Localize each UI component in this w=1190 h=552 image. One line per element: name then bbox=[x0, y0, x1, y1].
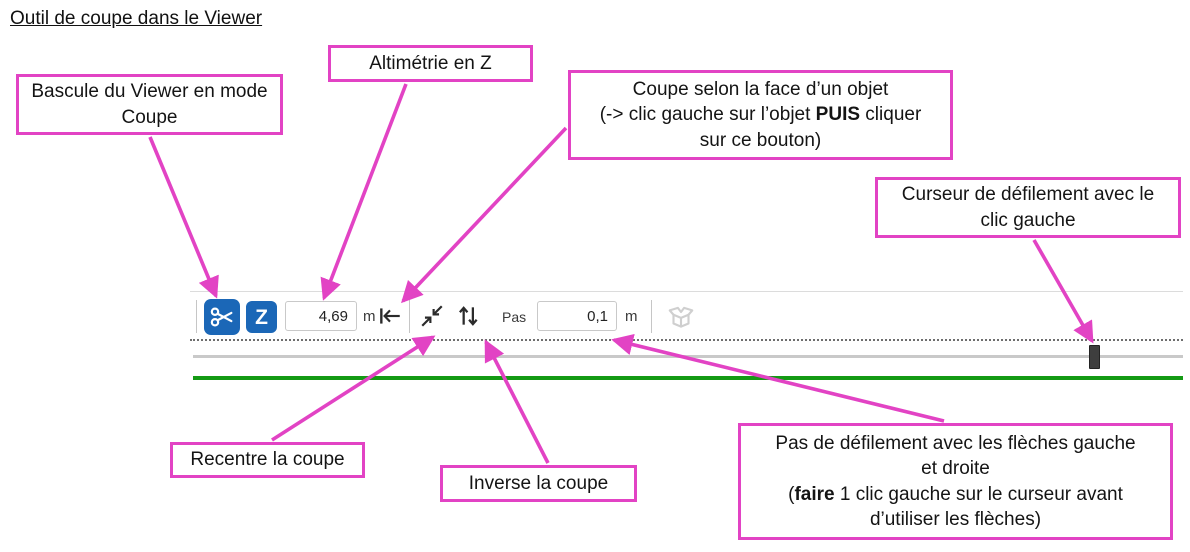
open-box-icon bbox=[668, 306, 694, 328]
pas-line3-post: 1 clic gauche sur le curseur avant bbox=[834, 483, 1123, 505]
step-field[interactable] bbox=[537, 301, 617, 331]
callout-pas-line3: (faire 1 clic gauche sur le curseur avan… bbox=[788, 482, 1123, 507]
arrow-coupeface-to-bar-left-icon bbox=[401, 126, 568, 304]
recenter-cut-button[interactable] bbox=[419, 303, 445, 329]
callout-pas-line2: et droite bbox=[921, 458, 990, 480]
toolbar-top-border bbox=[190, 291, 1183, 292]
altitude-unit-label: m bbox=[363, 308, 376, 325]
coupe-face-line2-post: cliquer bbox=[860, 104, 922, 126]
toolbar-separator-left bbox=[196, 300, 197, 333]
arrow-altimetrie-to-altitude-field bbox=[320, 83, 408, 301]
callout-pas-defilement: Pas de défilement avec les flèches gauch… bbox=[738, 423, 1173, 540]
arrow-pas-to-step-field bbox=[611, 333, 945, 423]
callout-pas-line1: Pas de défilement avec les flèches gauch… bbox=[775, 433, 1136, 455]
scissors-icon bbox=[210, 307, 233, 327]
arrow-to-bar-left-icon bbox=[380, 308, 400, 324]
scroll-slider-track bbox=[193, 355, 1183, 358]
altitude-z-button[interactable]: Z bbox=[246, 301, 277, 333]
callout-curseur-defilement: Curseur de défilement avec le clic gauch… bbox=[875, 177, 1181, 238]
step-label: Pas bbox=[502, 309, 527, 325]
toolbar-separator-middle bbox=[409, 300, 410, 333]
z-letter-icon: Z bbox=[255, 305, 268, 329]
toolbar-separator-right bbox=[651, 300, 652, 333]
step-unit-label: m bbox=[625, 308, 638, 325]
arrow-recentre-to-collapse-icon bbox=[271, 335, 436, 442]
pas-line3-bold: faire bbox=[794, 483, 835, 505]
altitude-field[interactable] bbox=[285, 301, 357, 331]
cut-mode-button[interactable] bbox=[204, 299, 240, 335]
coupe-face-line2-bold: PUIS bbox=[815, 104, 861, 126]
diagonal-collapse-arrows-icon bbox=[421, 305, 443, 327]
coupe-face-line2-pre: (-> clic gauche sur l’objet bbox=[599, 104, 816, 126]
box-section-button-disabled[interactable] bbox=[666, 301, 696, 331]
cut-on-face-button[interactable] bbox=[377, 303, 403, 329]
callout-curseur-text: Curseur de défilement avec le clic gauch… bbox=[901, 184, 1155, 231]
page-title: Outil de coupe dans le Viewer bbox=[10, 8, 263, 29]
callout-bascule-mode-coupe: Bascule du Viewer en mode Coupe bbox=[16, 74, 283, 135]
callout-altimetrie: Altimétrie en Z bbox=[328, 45, 533, 82]
callout-pas-line4: d’utiliser les flèches) bbox=[869, 508, 1042, 530]
arrow-bascule-to-cut-button bbox=[148, 136, 219, 299]
section-dotted-line bbox=[190, 339, 1183, 341]
up-down-arrows-icon bbox=[459, 306, 478, 326]
callout-recentre-text: Recentre la coupe bbox=[190, 449, 345, 471]
callout-coupe-face-line3: sur ce bouton) bbox=[699, 129, 822, 151]
arrow-inverse-to-updown-icon bbox=[484, 339, 550, 464]
invert-cut-button[interactable] bbox=[455, 303, 481, 329]
callout-coupe-face-line1: Coupe selon la face d’un objet bbox=[632, 79, 889, 101]
callout-recentre: Recentre la coupe bbox=[170, 442, 365, 478]
callout-altimetrie-text: Altimétrie en Z bbox=[369, 52, 492, 74]
callout-bascule-text: Bascule du Viewer en mode Coupe bbox=[31, 81, 268, 128]
viewer-green-line bbox=[193, 376, 1183, 380]
callout-inverse-text: Inverse la coupe bbox=[468, 472, 609, 494]
callout-coupe-face-line2: (-> clic gauche sur l’objet PUIS cliquer bbox=[600, 102, 922, 127]
scroll-cursor[interactable] bbox=[1089, 345, 1100, 369]
pas-line3-pre: ( bbox=[788, 483, 795, 505]
callout-inverse: Inverse la coupe bbox=[440, 465, 637, 502]
callout-coupe-face: Coupe selon la face d’un objet (-> clic … bbox=[568, 70, 953, 160]
